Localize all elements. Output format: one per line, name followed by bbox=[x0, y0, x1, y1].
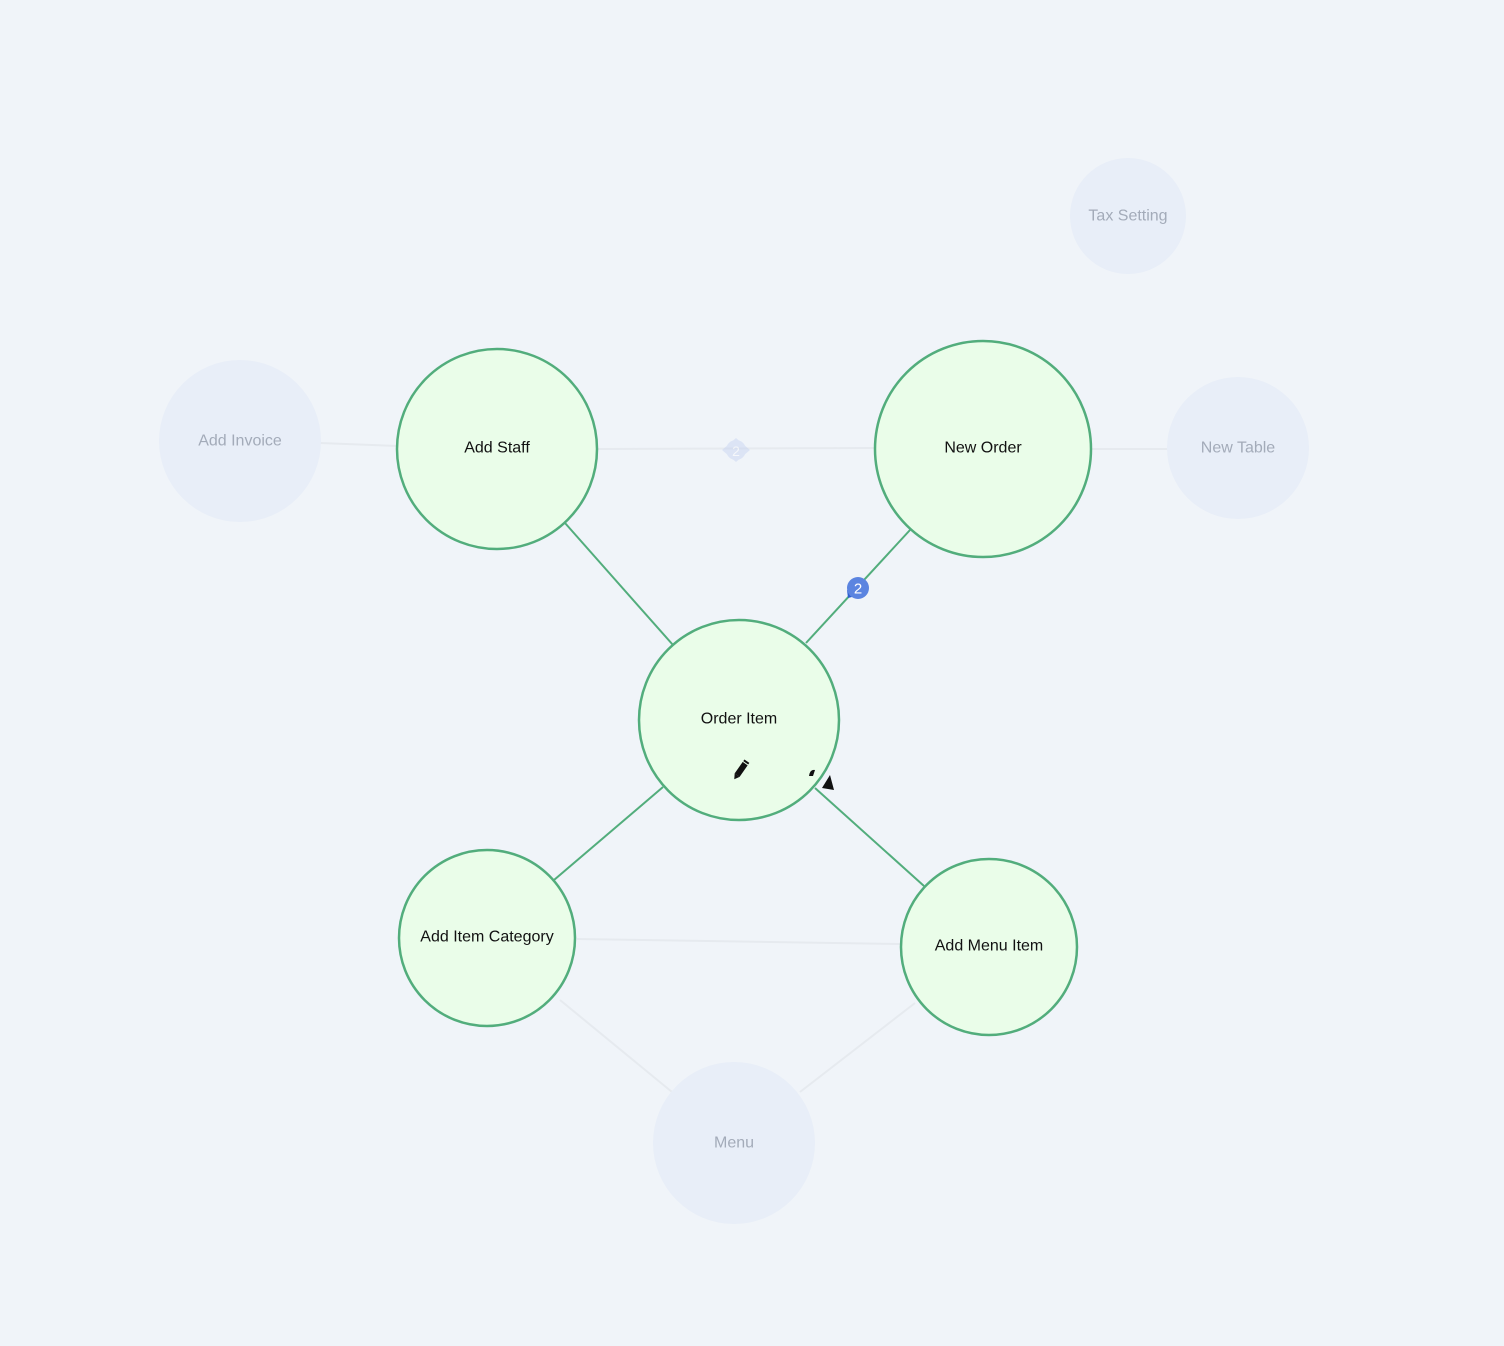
node-label: Add Menu Item bbox=[935, 938, 1044, 955]
edge-add-invoice-add-staff bbox=[319, 442, 399, 447]
node-label: New Order bbox=[944, 440, 1022, 457]
node-tax-setting[interactable]: Tax Setting bbox=[1070, 158, 1186, 274]
node-label: Add Item Category bbox=[420, 929, 553, 946]
node-new-order[interactable]: New Order bbox=[873, 339, 1093, 559]
edge-add-menu-item-menu bbox=[799, 1002, 916, 1093]
node-label: Add Staff bbox=[464, 440, 530, 457]
edge-order-item-add-staff[interactable] bbox=[564, 522, 674, 646]
node-order-item[interactable]: Order Item bbox=[637, 618, 841, 822]
edge-add-staff-new-order bbox=[597, 447, 876, 450]
edge-add-item-category-add-menu-item bbox=[576, 938, 901, 945]
node-label: Tax Setting bbox=[1088, 208, 1167, 225]
badge-staff-to-new-order: 2 bbox=[722, 438, 750, 462]
active-edges bbox=[553, 522, 925, 887]
link-arrow-icon[interactable] bbox=[809, 769, 834, 790]
edge-order-item-add-menu-item[interactable] bbox=[814, 787, 925, 887]
pencil-icon[interactable] bbox=[732, 759, 750, 780]
badge-order-to-new-order[interactable]: 2 bbox=[847, 577, 869, 599]
node-add-invoice[interactable]: Add Invoice bbox=[159, 360, 321, 522]
node-menu[interactable]: Menu bbox=[653, 1062, 815, 1224]
node-new-table[interactable]: New Table bbox=[1167, 377, 1309, 519]
node-label: New Table bbox=[1201, 440, 1276, 457]
badge-count: 2 bbox=[732, 443, 740, 459]
node-add-item-category[interactable]: Add Item Category bbox=[397, 848, 577, 1028]
node-add-menu-item[interactable]: Add Menu Item bbox=[899, 857, 1079, 1037]
node-add-staff[interactable]: Add Staff bbox=[395, 347, 599, 551]
node-label: Add Invoice bbox=[198, 433, 282, 450]
node-label: Menu bbox=[714, 1135, 754, 1152]
edge-order-item-add-item-category[interactable] bbox=[553, 786, 664, 881]
faded-edges bbox=[319, 442, 1168, 1093]
edge-add-item-category-menu bbox=[559, 999, 673, 1093]
badge-count: 2 bbox=[854, 581, 862, 598]
node-label: Order Item bbox=[701, 711, 777, 728]
